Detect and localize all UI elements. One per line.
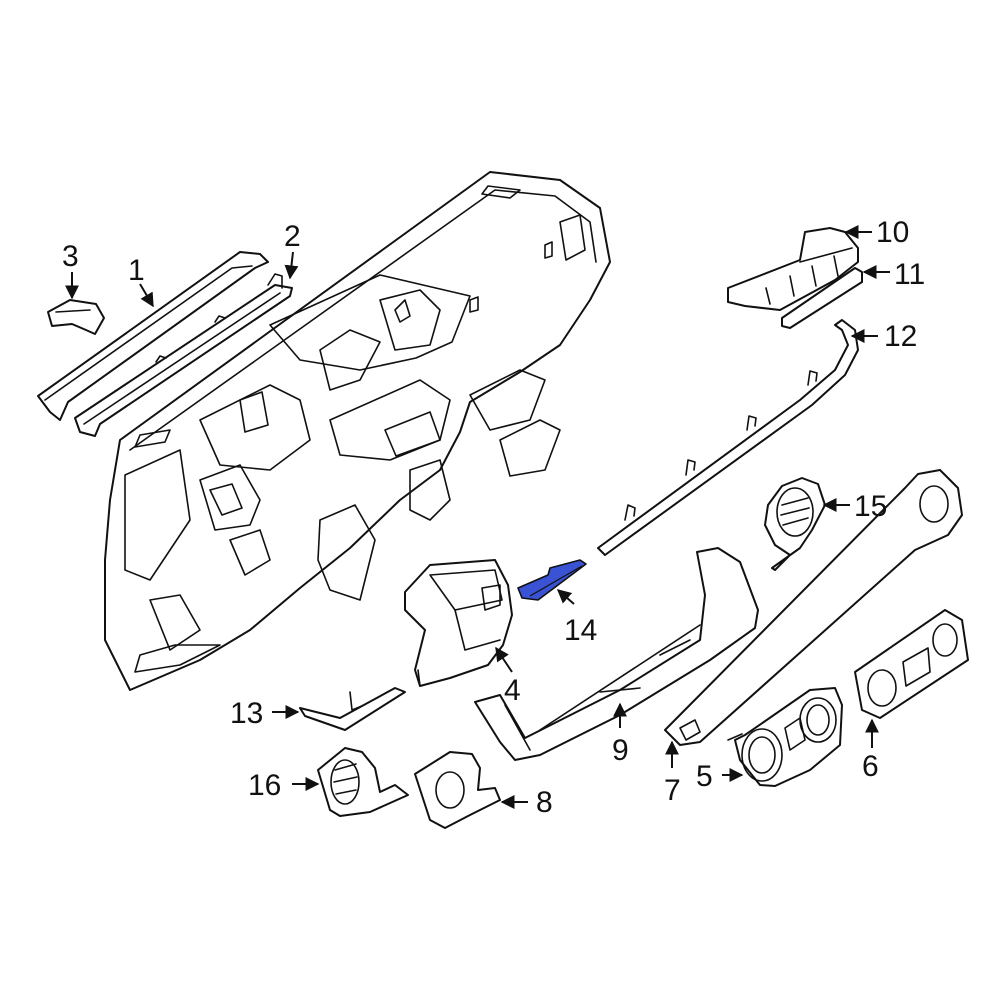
callout-6: 6	[862, 750, 879, 783]
callout-14: 14	[564, 614, 597, 647]
leader-lines	[65, 225, 890, 809]
callout-16: 16	[248, 769, 281, 802]
callout-1: 1	[128, 254, 145, 287]
part-2-defroster-duct	[74, 273, 293, 437]
part-5-center-bezel	[727, 687, 843, 787]
callout-11: 11	[894, 258, 925, 291]
callout-5: 5	[696, 760, 713, 793]
callout-3: 3	[62, 240, 79, 273]
instrument-panel	[104, 171, 611, 691]
callout-13: 13	[230, 697, 263, 730]
callout-15: 15	[854, 490, 887, 523]
callout-12: 12	[884, 320, 917, 353]
part-8-side-bracket	[414, 751, 501, 829]
part-14-bracket	[517, 559, 587, 601]
callout-9: 9	[612, 734, 629, 767]
callout-8: 8	[536, 786, 553, 819]
part-15-round-vent	[764, 477, 826, 571]
part-12-long-strip	[597, 319, 859, 556]
part-16-side-vent	[317, 747, 409, 817]
callout-labels: 1 2 3 4 5 6 7 8 9 10 11 12 13 14 15 16	[62, 216, 925, 819]
part-3-cover	[47, 299, 105, 335]
part-11-trim-strip	[781, 267, 863, 329]
callout-10: 10	[876, 216, 909, 249]
part-4-cluster-housing	[404, 559, 513, 687]
part-13-strip	[299, 687, 406, 731]
callout-2: 2	[284, 220, 301, 253]
part-1-upper-trim	[37, 251, 269, 421]
part-6-switch-panel	[854, 609, 969, 719]
part-7-lower-trim-bar	[664, 469, 963, 746]
callout-7: 7	[664, 774, 681, 807]
part-9-lower-reinforcement	[474, 547, 759, 761]
callout-4: 4	[504, 674, 521, 707]
part-10-vent	[727, 227, 859, 311]
